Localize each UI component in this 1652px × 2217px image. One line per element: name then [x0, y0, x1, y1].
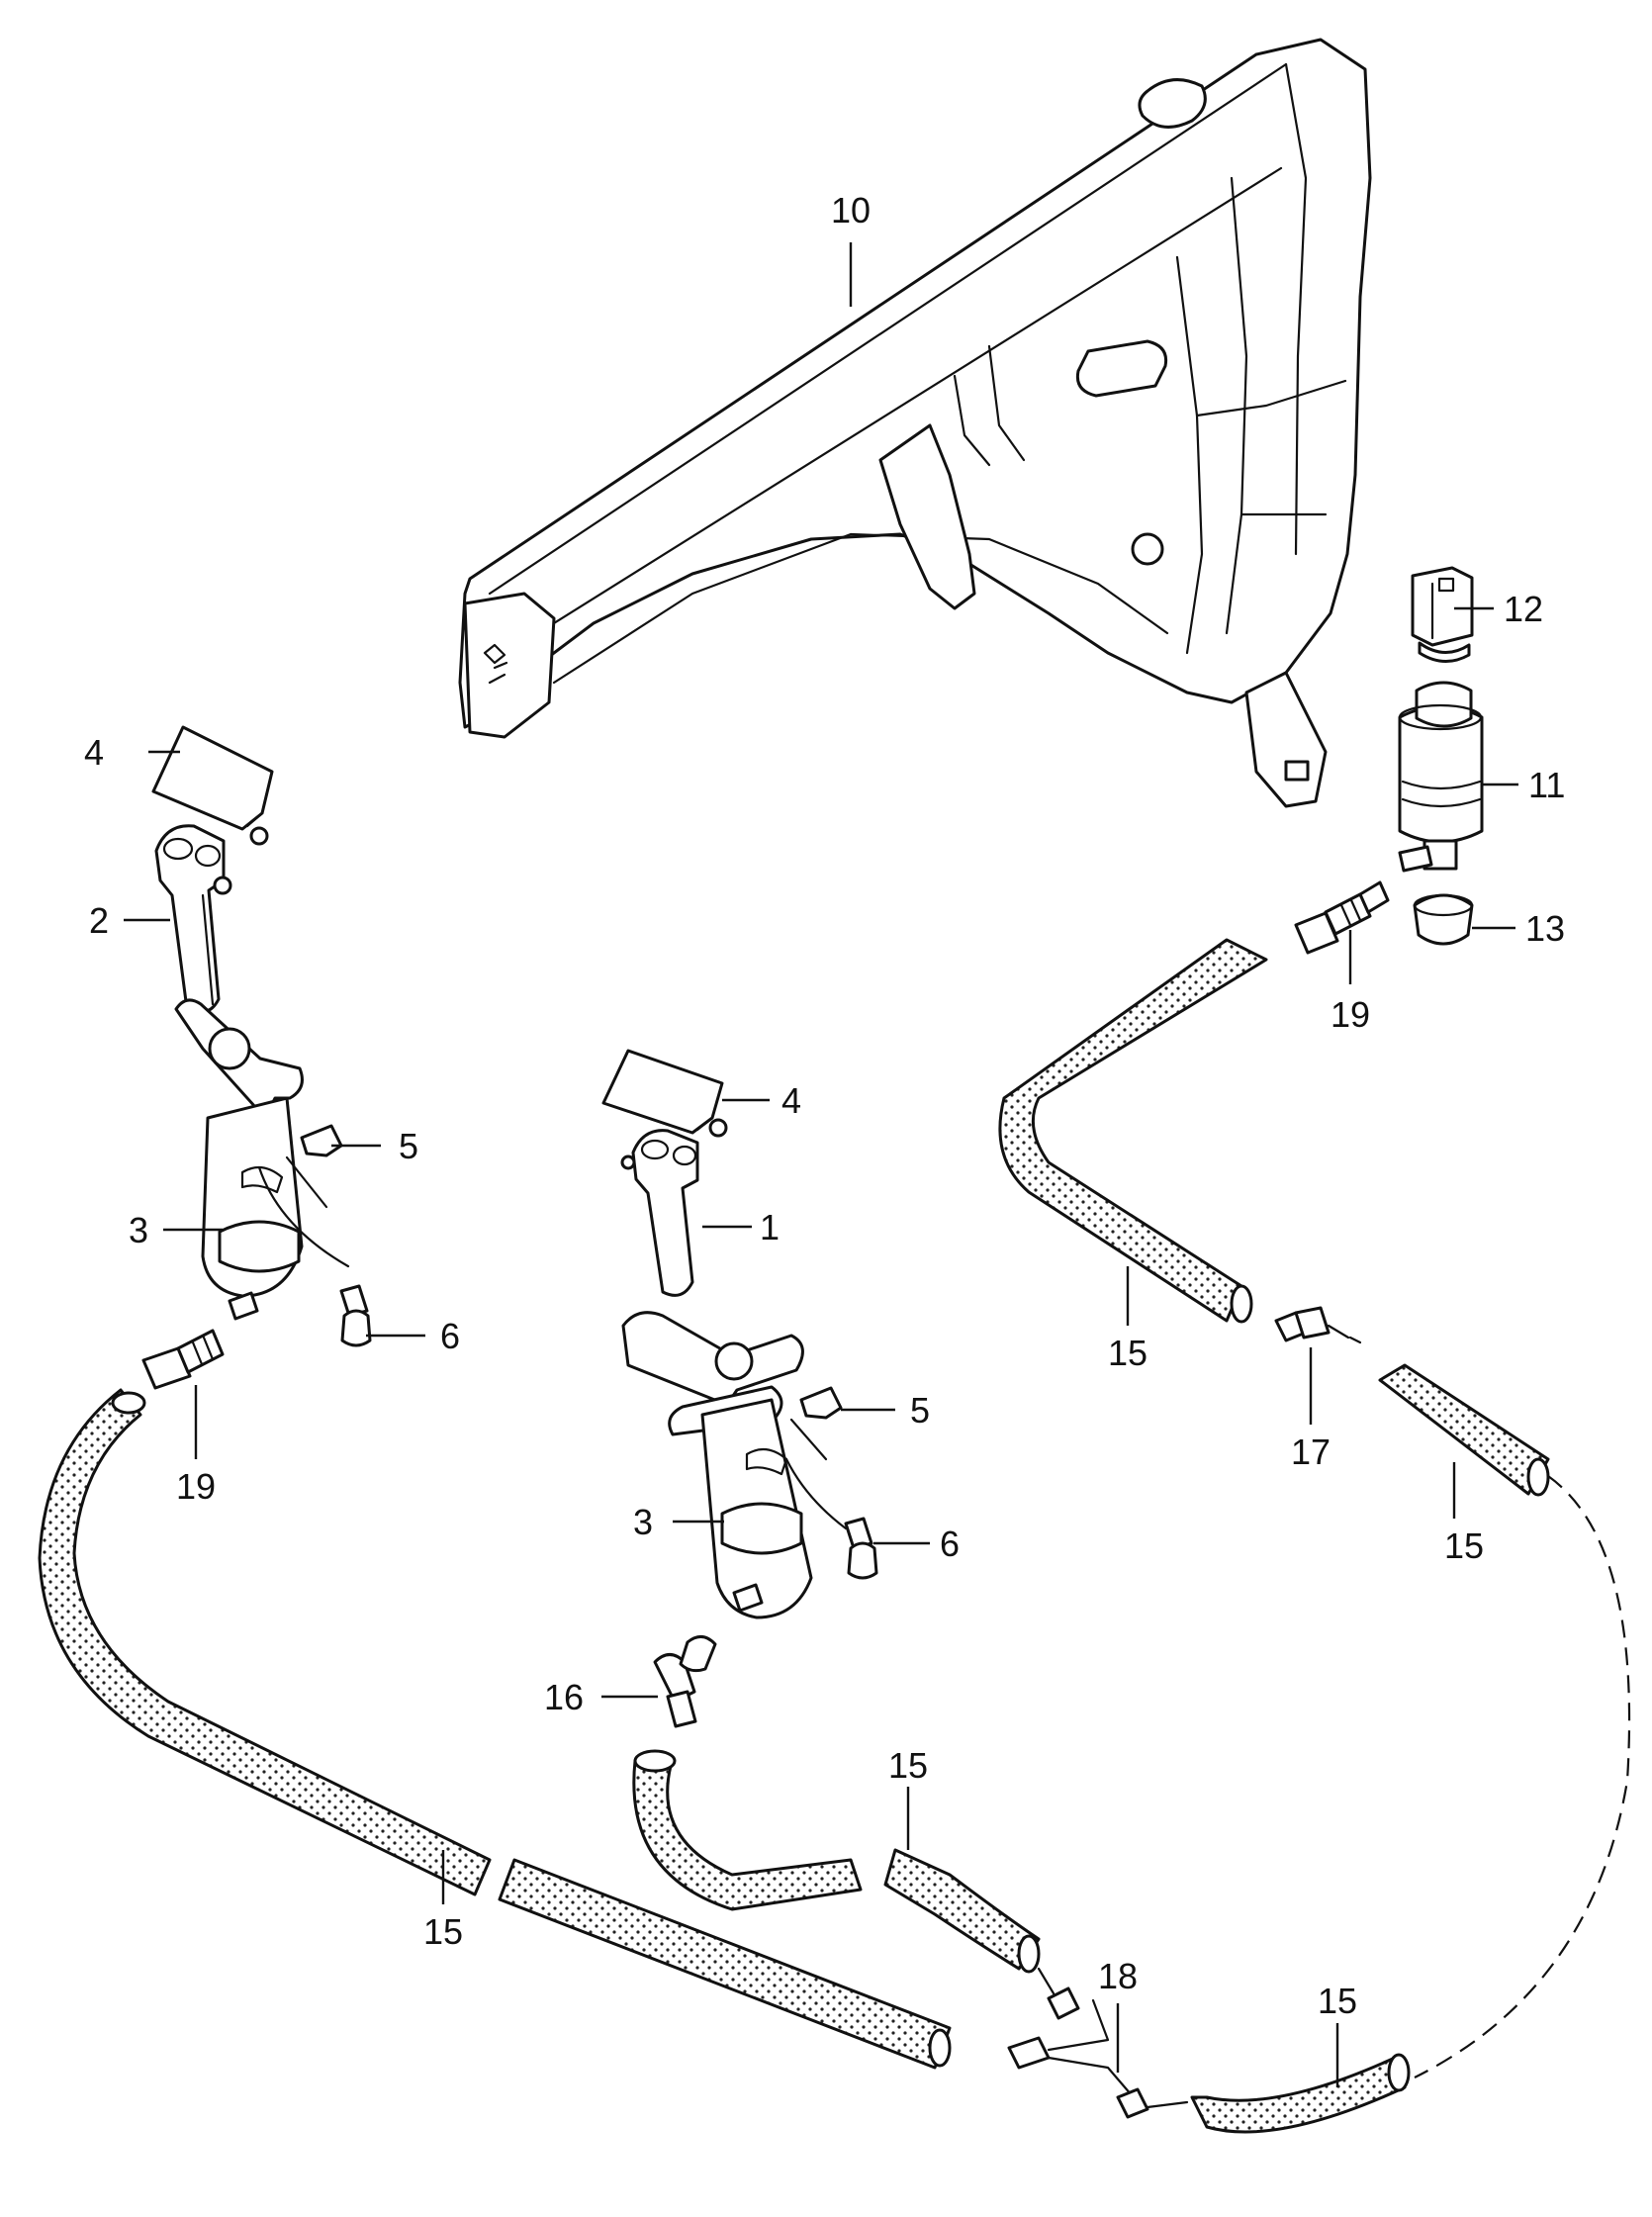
callout-4-mid: 4 — [781, 1080, 801, 1121]
leader-lines — [124, 242, 1518, 2087]
mid-nozzle-cover-part — [601, 1049, 728, 1138]
mid-clip-part — [789, 1386, 843, 1461]
callout-15-right: 15 — [1444, 1525, 1484, 1566]
mid-washer-jet-part — [620, 1129, 699, 1297]
callout-4-left: 4 — [84, 732, 104, 773]
callout-5-mid: 5 — [910, 1390, 930, 1431]
callout-12: 12 — [1504, 589, 1543, 629]
callout-1: 1 — [760, 1207, 780, 1247]
hose-bottom-right-part — [1190, 2053, 1411, 2134]
hose-left-long-part — [38, 1388, 492, 1896]
left-telescope-cylinder-part — [174, 998, 304, 1321]
left-clip-part — [285, 1124, 343, 1209]
hose-mid-curve-part — [632, 1749, 863, 1911]
hose-right-part — [1378, 1363, 1550, 1497]
non-return-valve-right-part — [1294, 880, 1390, 955]
hose-left-lower-part — [498, 1858, 952, 2070]
hose-routing-dashed-line — [1414, 1475, 1631, 2078]
hose-mid-right-part — [883, 1848, 1041, 1974]
callout-3-left: 3 — [129, 1210, 148, 1250]
callout-17: 17 — [1291, 1432, 1331, 1472]
angle-connector-part — [653, 1635, 717, 1728]
connector-part — [1411, 566, 1474, 663]
non-return-valve-left-part — [141, 1329, 225, 1390]
y-piece-part — [1007, 1967, 1189, 2119]
callout-6-left: 6 — [440, 1316, 460, 1356]
grommet-part — [1413, 893, 1474, 946]
straight-connector-part — [1274, 1306, 1362, 1344]
callout-15-mid: 15 — [888, 1745, 928, 1786]
callout-18: 18 — [1098, 1956, 1138, 1996]
left-screw-part — [257, 1165, 372, 1347]
callout-15-bottom-right: 15 — [1318, 1981, 1357, 2021]
callout-16: 16 — [544, 1677, 584, 1717]
callout-19-left: 19 — [176, 1466, 216, 1507]
callout-19-right: 19 — [1331, 994, 1370, 1035]
washer-pump-part — [1398, 681, 1484, 873]
callout-6-mid: 6 — [940, 1524, 960, 1564]
callout-11: 11 — [1528, 765, 1565, 805]
hose-upper-right-part — [998, 938, 1268, 1324]
callout-2: 2 — [89, 900, 109, 941]
callout-15-upper-right: 15 — [1108, 1333, 1147, 1373]
callout-5-left: 5 — [399, 1126, 418, 1166]
mid-telescope-cylinder-part — [621, 1311, 813, 1619]
callout-15-left: 15 — [423, 1911, 463, 1952]
callout-10: 10 — [831, 190, 871, 231]
left-nozzle-cover-part — [151, 725, 274, 846]
washer-reservoir-part — [458, 38, 1372, 808]
callout-3-mid: 3 — [633, 1502, 653, 1542]
callout-13: 13 — [1525, 908, 1565, 949]
mid-screw-part — [784, 1457, 878, 1580]
callout-labels: 10 12 11 13 19 4 2 5 3 6 19 4 1 5 3 6 16… — [84, 190, 1565, 2021]
